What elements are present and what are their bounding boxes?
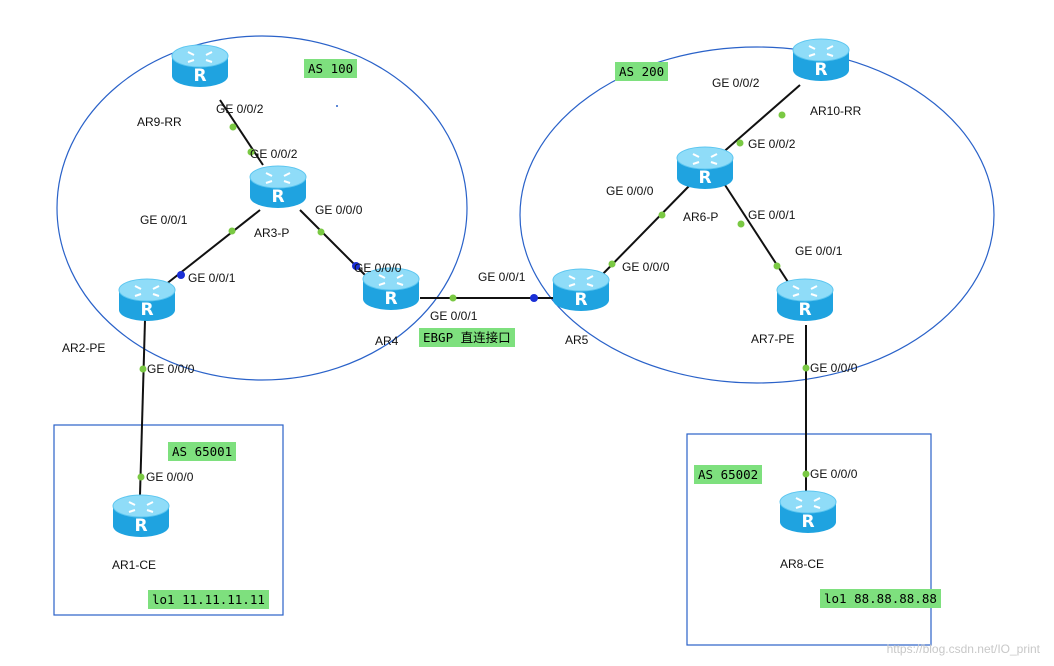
port-dot: [736, 139, 744, 147]
port-dot: [778, 111, 786, 119]
router-label-ar1: AR1-CE: [112, 558, 157, 572]
port-label: GE 0/0/1: [430, 309, 478, 323]
port-label: GE 0/0/1: [188, 271, 236, 285]
link-ar6-ar7: [724, 184, 791, 286]
as100-tag: AS 100: [304, 59, 358, 78]
port-dot: [229, 123, 237, 131]
as200-boundary: [519, 46, 995, 384]
router-ar5-icon[interactable]: [551, 268, 611, 312]
router-label-ar9: AR9-RR: [137, 115, 182, 129]
link-ar2-ar1: [139, 319, 146, 496]
ebgp-tag: EBGP 直连接口: [419, 328, 515, 347]
router-ar6-icon[interactable]: [675, 146, 735, 190]
port-label: GE 0/0/2: [748, 137, 796, 151]
link-ar9-ar3: [219, 99, 264, 166]
as200-tag: AS 200: [615, 62, 669, 81]
stray-dot: [336, 105, 338, 107]
as65001-boundary: [53, 424, 284, 616]
port-dot: [608, 260, 616, 268]
port-dot: [247, 148, 255, 156]
loopback-ar8-tag: lo1 88.88.88.88: [820, 589, 941, 608]
port-label: GE 0/0/0: [146, 470, 194, 484]
port-label: GE 0/0/2: [216, 102, 264, 116]
router-ar9-icon[interactable]: [170, 44, 230, 88]
port-label: GE 0/0/2: [712, 76, 760, 90]
port-dot: [352, 262, 360, 270]
router-label-ar10: AR10-RR: [810, 104, 862, 118]
port-label: GE 0/0/0: [622, 260, 670, 274]
router-ar1-icon[interactable]: [111, 494, 171, 538]
router-label-ar6: AR6-P: [683, 210, 719, 224]
port-label: GE 0/0/0: [147, 362, 195, 376]
port-label: GE 0/0/1: [140, 213, 188, 227]
port-label: GE 0/0/1: [795, 244, 843, 258]
router-ar3-icon[interactable]: [248, 165, 308, 209]
router-label-ar3: AR3-P: [254, 226, 290, 240]
router-label-ar2: AR2-PE: [62, 341, 106, 355]
port-label: GE 0/0/0: [810, 361, 858, 375]
port-dot: [658, 211, 666, 219]
as65002-boundary: [686, 433, 932, 646]
router-ar2-icon[interactable]: [117, 278, 177, 322]
port-dot: [139, 365, 147, 373]
port-label: GE 0/0/2: [250, 147, 298, 161]
as65002-tag: AS 65002: [694, 465, 763, 484]
port-label: GE 0/0/0: [606, 184, 654, 198]
as100-boundary: [56, 35, 468, 381]
watermark: https://blog.csdn.net/IO_print: [886, 642, 1040, 656]
port-dot: [802, 364, 810, 372]
router-label-ar4: AR4: [375, 334, 399, 348]
port-dot: [449, 294, 457, 302]
port-dot: [317, 228, 325, 236]
port-label: GE 0/0/0: [810, 467, 858, 481]
router-label-ar5: AR5: [565, 333, 589, 347]
router-ar8-icon[interactable]: [778, 490, 838, 534]
port-dot: [802, 470, 810, 478]
as65001-tag: AS 65001: [168, 442, 237, 461]
port-dot: [228, 227, 236, 235]
router-label-ar7: AR7-PE: [751, 332, 795, 346]
port-label: GE 0/0/1: [478, 270, 526, 284]
link-ar6-ar10: [719, 84, 801, 156]
router-label-ar8: AR8-CE: [780, 557, 825, 571]
router-ar10-icon[interactable]: [791, 38, 851, 82]
port-dot: [737, 220, 745, 228]
port-label: GE 0/0/1: [748, 208, 796, 222]
port-label: GE 0/0/0: [354, 261, 402, 275]
port-dot: [530, 294, 538, 302]
port-dot: [177, 271, 185, 279]
port-dot: [773, 262, 781, 270]
port-label: GE 0/0/0: [315, 203, 363, 217]
router-ar7-icon[interactable]: [775, 278, 835, 322]
port-dot: [137, 473, 145, 481]
loopback-ar1-tag: lo1 11.11.11.11: [148, 590, 269, 609]
